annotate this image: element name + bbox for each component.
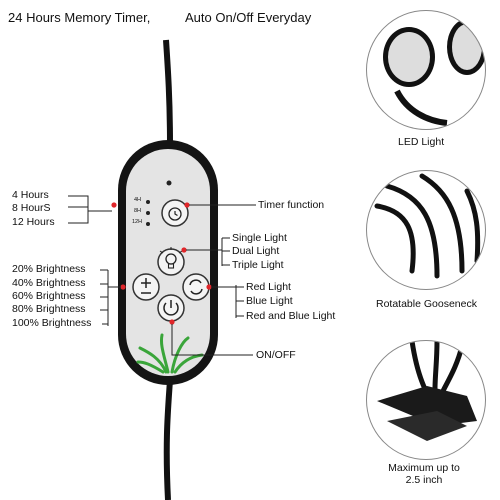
led-light-image bbox=[383, 19, 485, 126]
timer-4-hours: 4 Hours bbox=[12, 189, 49, 201]
header-left-text: 24 Hours Memory Timer, bbox=[8, 10, 151, 25]
timer-8-hours: 8 HourS bbox=[12, 202, 51, 214]
gooseneck-label: Rotatable Gooseneck bbox=[376, 298, 477, 310]
single-light-label: Single Light bbox=[232, 232, 287, 244]
led-light-circle bbox=[366, 10, 486, 130]
cable-top bbox=[163, 39, 173, 146]
clip-image bbox=[377, 341, 477, 441]
clip-circle bbox=[366, 340, 486, 460]
brightness-40: 40% Brightness bbox=[12, 277, 86, 289]
gooseneck-circle bbox=[366, 170, 486, 290]
timer-function-label: Timer function bbox=[258, 199, 325, 211]
timer-indicator-12h: 12H bbox=[132, 219, 143, 225]
triple-light-label: Triple Light bbox=[232, 259, 284, 271]
blue-light-label: Blue Light bbox=[246, 295, 293, 307]
brightness-80: 80% Brightness bbox=[12, 303, 86, 315]
timer-12-hours: 12 Hours bbox=[12, 216, 55, 228]
timer-indicator-8h: 8H bbox=[134, 208, 142, 214]
gooseneck-image bbox=[374, 173, 481, 279]
brightness-60: 60% Brightness bbox=[12, 290, 86, 302]
cable-bottom bbox=[163, 379, 173, 500]
brightness-20: 20% Brightness bbox=[12, 263, 86, 275]
sensor-dot bbox=[166, 180, 172, 186]
red-light-label: Red Light bbox=[246, 281, 291, 293]
color-mode-button bbox=[182, 273, 210, 301]
dual-light-label: Dual Light bbox=[232, 245, 280, 257]
light-mode-button bbox=[157, 248, 185, 276]
brightness-100: 100% Brightness bbox=[12, 317, 92, 329]
onoff-label: ON/OFF bbox=[256, 349, 296, 361]
timer-indicator-4h: 4H bbox=[134, 197, 142, 203]
red-blue-light-label: Red and Blue Light bbox=[246, 310, 336, 322]
led-light-label: LED Light bbox=[398, 136, 445, 148]
header-right-text: Auto On/Off Everyday bbox=[185, 10, 312, 25]
clip-label: Maximum up to 2.5 inch bbox=[388, 462, 460, 486]
